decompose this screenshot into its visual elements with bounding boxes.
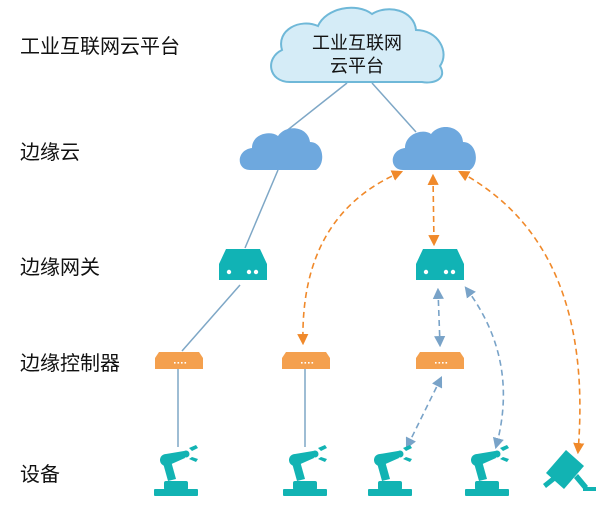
dashed-link-edge-cloud-gateway (427, 173, 440, 247)
controller-icon (282, 352, 330, 369)
tier-label-edge-cloud: 边缘云 (20, 140, 80, 164)
controller-icon (155, 352, 203, 369)
link-gateway-to-controller (181, 284, 241, 352)
device-icons (154, 445, 596, 496)
robot-arm-icon (283, 445, 327, 496)
gateway-icon (416, 249, 464, 280)
robot-arm-icon (368, 445, 412, 496)
link-platform-to-edge-cloud-left (279, 82, 348, 137)
controller-icons (155, 352, 464, 369)
tier-label-device: 设备 (20, 462, 60, 486)
edge-cloud-icons (239, 127, 476, 170)
platform-cloud (270, 6, 445, 84)
dashed-link-gateway-controller (432, 287, 446, 348)
gateway-icon (219, 249, 267, 280)
solid-links (177, 82, 417, 447)
dashed-link-controller-robot-3 (405, 375, 443, 450)
blue-dashed-links (405, 286, 505, 450)
link-edge-cloud-to-gateway (244, 169, 279, 249)
tier-label-platform: 工业互联网云平台 (20, 34, 180, 58)
dashed-link-edge-cloud-controller (297, 170, 404, 346)
link-platform-to-edge-cloud-right (371, 82, 417, 133)
robot-arm-icon (465, 445, 509, 496)
cloud-icon: 工业互联网 云平台 (270, 6, 445, 84)
platform-cloud-line2: 云平台 (330, 56, 384, 77)
platform-cloud-line1: 工业互联网 (312, 33, 402, 54)
dashed-link-gateway-robot-4 (464, 286, 505, 450)
tier-label-edge-gateway: 边缘网关 (20, 255, 100, 279)
orange-dashed-links (297, 170, 585, 455)
cloud-icon (239, 128, 323, 170)
camera-icon (543, 450, 596, 491)
controller-icon (416, 352, 464, 369)
dashed-link-edge-cloud-camera (458, 170, 585, 455)
tier-label-edge-controller: 边缘控制器 (20, 351, 120, 375)
cloud-icon (392, 127, 476, 170)
robot-arm-icon (154, 445, 198, 496)
gateway-icons (219, 249, 464, 280)
